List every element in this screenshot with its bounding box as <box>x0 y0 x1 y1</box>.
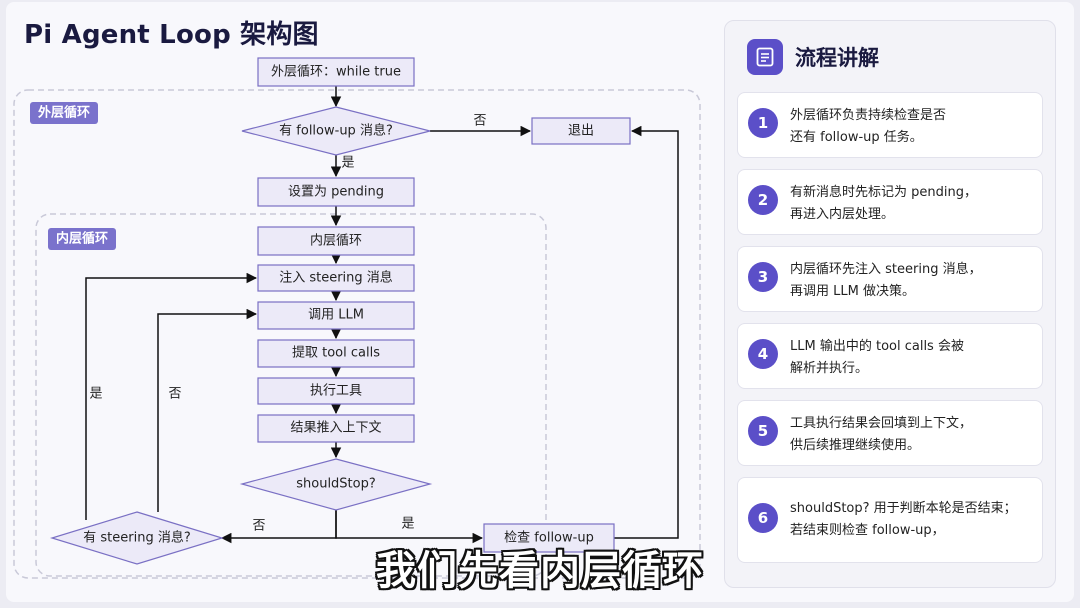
step-number: 6 <box>748 503 778 533</box>
explanation-panel: 流程讲解 1 外层循环负责持续检查是否 还有 follow-up 任务。 2 有… <box>724 20 1056 588</box>
step-number: 5 <box>748 416 778 446</box>
node-push <box>257 414 415 443</box>
node-call-llm-label: 调用 LLM <box>308 308 364 323</box>
node-check-follow-label: 检查 follow-up <box>504 531 594 546</box>
step-line: 工具执行结果会回填到上下文， <box>790 416 973 431</box>
node-inject-label: 注入 steering 消息 <box>279 270 393 286</box>
step-text: 有新消息时先标记为 pending， 再进入内层处理。 <box>790 182 1030 226</box>
edge-check-to-exit <box>614 125 679 539</box>
node-should-stop-label: shouldStop? <box>296 477 376 492</box>
step-card: 5 工具执行结果会回填到上下文， 供后续推理继续使用。 <box>737 400 1043 466</box>
step-text: LLM 输出中的 tool calls 会被 解析并执行。 <box>790 336 1030 380</box>
step-line: 再调用 LLM 做决策。 <box>790 284 915 299</box>
edge-steering-no-to-llm <box>157 308 258 512</box>
node-exit-label: 退出 <box>568 124 594 139</box>
step-text: 内层循环先注入 steering 消息， 再调用 LLM 做决策。 <box>790 259 1030 303</box>
step-line: shouldStop? 用于判断本轮是否结束； <box>790 501 1017 516</box>
diagram-title: Pi Agent Loop 架构图 <box>24 20 319 50</box>
outer-loop-tag <box>30 102 98 124</box>
panel-title: 流程讲解 <box>795 46 879 70</box>
step-number: 4 <box>748 339 778 369</box>
edge-label-steer-yes: 是 <box>89 387 102 402</box>
step-line: LLM 输出中的 tool calls 会被 <box>790 339 964 354</box>
step-card: 2 有新消息时先标记为 pending， 再进入内层处理。 <box>737 169 1043 235</box>
node-pending-label: 设置为 pending <box>288 185 384 200</box>
document-icon <box>747 39 783 75</box>
edge-label-stop-no: 否 <box>252 519 265 534</box>
step-line: 供后续推理继续使用。 <box>790 438 921 453</box>
panel-header: 流程讲解 <box>747 39 879 75</box>
node-execute <box>257 377 415 405</box>
edge-steering-yes-to-inject <box>85 272 258 520</box>
inner-loop-tag <box>48 228 116 250</box>
step-line: 外层循环负责持续检查是否 <box>790 108 947 123</box>
node-follow-decision <box>241 106 431 156</box>
edge-stop-to-check <box>335 510 484 544</box>
node-call-llm <box>257 301 415 330</box>
step-line: 有新消息时先标记为 pending， <box>790 185 977 200</box>
outer-loop-frame <box>13 89 701 579</box>
node-follow-decision-label: 有 follow-up 消息? <box>279 123 393 139</box>
edge-stop-to-steering <box>220 510 337 544</box>
step-line: 解析并执行。 <box>790 361 869 376</box>
step-card: 4 LLM 输出中的 tool calls 会被 解析并执行。 <box>737 323 1043 389</box>
step-line: 再进入内层处理。 <box>790 207 895 222</box>
node-check-follow <box>483 523 615 553</box>
edge-label-stop-yes: 是 <box>401 517 414 532</box>
node-extract <box>257 339 415 368</box>
node-inner-loop-label: 内层循环 <box>310 233 362 249</box>
step-text: shouldStop? 用于判断本轮是否结束； 若结束则检查 follow-up… <box>790 498 1030 542</box>
inner-loop-frame <box>35 213 547 577</box>
node-should-stop <box>239 458 433 511</box>
step-line: 若结束则检查 follow-up， <box>790 523 945 538</box>
step-card: 3 内层循环先注入 steering 消息， 再调用 LLM 做决策。 <box>737 246 1043 312</box>
step-number: 1 <box>748 108 778 138</box>
inner-loop-label: 内层循环 <box>56 231 108 247</box>
edge-label-follow-yes: 是 <box>341 156 354 171</box>
step-card: 6 shouldStop? 用于判断本轮是否结束； 若结束则检查 follow-… <box>737 477 1043 563</box>
edge-label-steer-no: 否 <box>168 387 181 402</box>
video-subtitle: 我们先看内层循环 <box>376 548 704 594</box>
node-start-label: 外层循环：while true <box>271 65 401 80</box>
edge-label-follow-no: 否 <box>473 114 486 129</box>
node-exit <box>531 117 631 145</box>
step-number: 2 <box>748 185 778 215</box>
node-execute-label: 执行工具 <box>310 384 362 399</box>
step-card: 1 外层循环负责持续检查是否 还有 follow-up 任务。 <box>737 92 1043 158</box>
node-extract-label: 提取 tool calls <box>292 345 380 361</box>
step-number: 3 <box>748 262 778 292</box>
step-text: 工具执行结果会回填到上下文， 供后续推理继续使用。 <box>790 413 1030 457</box>
node-inject <box>257 264 415 292</box>
node-push-label: 结果推入上下文 <box>290 421 381 436</box>
node-steering-decision <box>49 511 225 565</box>
step-text: 外层循环负责持续检查是否 还有 follow-up 任务。 <box>790 105 1030 149</box>
outer-loop-label: 外层循环 <box>37 105 90 121</box>
node-start <box>257 57 415 87</box>
step-line: 还有 follow-up 任务。 <box>790 130 923 145</box>
node-pending <box>257 177 415 207</box>
step-line: 内层循环先注入 steering 消息， <box>790 262 982 277</box>
node-steering-decision-label: 有 steering 消息? <box>83 530 190 546</box>
node-inner-loop <box>257 226 415 256</box>
